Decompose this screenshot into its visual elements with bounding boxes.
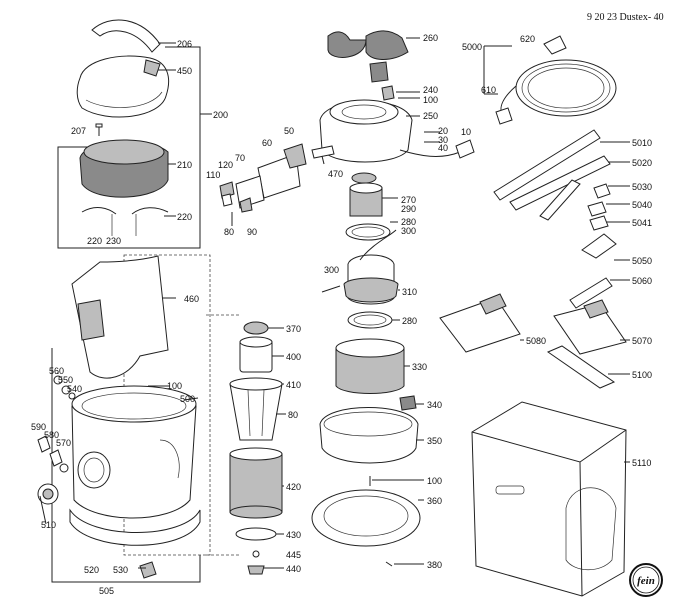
part-label: 520 — [84, 565, 100, 575]
svg-text:fein: fein — [637, 575, 655, 587]
part-label: 5050 — [632, 256, 653, 266]
part-label: 5000 — [462, 42, 483, 52]
part-label: 340 — [427, 400, 443, 410]
part-label: 230 — [106, 236, 122, 246]
part-label: 10 — [461, 127, 472, 137]
part-label: 5030 — [632, 182, 653, 192]
part-label: 410 — [286, 380, 302, 390]
part-label: 70 — [235, 153, 246, 163]
part-label: 200 — [213, 110, 229, 120]
motor-base-part — [319, 407, 419, 464]
part-label: 310 — [402, 287, 418, 297]
part-label: 510 — [41, 520, 57, 530]
extension-tube-part — [493, 129, 601, 201]
part-label: 420 — [286, 482, 302, 492]
lid-group-frame — [57, 46, 201, 249]
motor-sleeve-part — [335, 347, 405, 394]
part-label: 80 — [224, 227, 235, 237]
part-label: 570 — [56, 438, 72, 448]
part-label: 460 — [184, 294, 200, 304]
part-label: 505 — [99, 586, 115, 596]
part-label: 590 — [31, 422, 47, 432]
part-label: 550 — [58, 375, 74, 385]
part-label: 470 — [328, 169, 344, 179]
part-label: 580 — [44, 430, 60, 440]
part-label: 100 — [423, 95, 439, 105]
hose-part — [515, 59, 617, 117]
part-label: 20 — [438, 126, 449, 136]
part-label: 110 — [206, 170, 221, 180]
foam-disk-part — [243, 321, 269, 335]
part-label: 5110 — [632, 458, 652, 468]
filter-basket-part — [229, 383, 283, 441]
part-label: 440 — [286, 564, 302, 574]
part-label: 5080 — [526, 336, 547, 346]
carton-part — [471, 401, 627, 597]
part-label: 400 — [286, 352, 302, 362]
filter-bag-part — [71, 255, 169, 379]
part-label: 90 — [247, 227, 258, 237]
part-label: 5041 — [632, 218, 653, 228]
part-label: 270 — [401, 195, 417, 205]
foam-insert-part — [327, 31, 367, 58]
part-label: 220 — [87, 236, 103, 246]
part-label: 445 — [286, 550, 302, 560]
part-label: 250 — [423, 111, 439, 121]
gasket-ring-part — [311, 489, 421, 547]
part-label: 5040 — [632, 200, 653, 210]
part-label: 210 — [177, 160, 193, 170]
part-label: 380 — [427, 560, 443, 570]
part-label: 370 — [286, 324, 302, 334]
part-label: 360 — [427, 496, 443, 506]
part-label: 5070 — [632, 336, 653, 346]
part-label: 40 — [438, 143, 449, 153]
part-label: 620 — [520, 34, 536, 44]
part-label: 120 — [218, 160, 234, 170]
hose-bracket — [483, 45, 512, 95]
part-label: 5100 — [632, 370, 653, 380]
part-label: 610 — [481, 85, 497, 95]
part-label: 450 — [177, 66, 193, 76]
part-label: 280 — [402, 316, 418, 326]
part-label: 100 — [167, 381, 183, 391]
part-label: 50 — [284, 126, 295, 136]
rubber-strip-part — [546, 345, 616, 389]
part-label: 60 — [262, 138, 273, 148]
part-label: 430 — [286, 530, 302, 540]
part-label: 206 — [177, 39, 193, 49]
container-group-frame — [51, 348, 201, 583]
fein-logo: fein — [628, 562, 664, 598]
part-label: 530 — [113, 565, 129, 575]
part-label: 207 — [71, 126, 87, 136]
part-label: 5060 — [632, 276, 653, 286]
part-label: 560 — [49, 366, 65, 376]
part-label: 220 — [177, 212, 193, 222]
doc-code: 9 20 23 Dustex- 40 — [587, 12, 664, 23]
part-label: 260 — [423, 33, 439, 43]
part-label: 300 — [401, 226, 417, 236]
part-label: 290 — [401, 204, 417, 214]
part-label: 5020 — [632, 158, 653, 168]
floor-nozzle-part — [439, 297, 521, 353]
cartridge-filter-part — [229, 453, 283, 513]
part-label: 500 — [180, 394, 196, 404]
part-label: 240 — [423, 85, 439, 95]
part-label: 350 — [427, 436, 443, 446]
part-label: 300 — [324, 265, 340, 275]
part-label: 100 — [427, 476, 443, 486]
part-label: 540 — [67, 384, 83, 394]
part-label: 330 — [412, 362, 428, 372]
handle-part — [91, 19, 161, 53]
part-label: 80 — [288, 410, 299, 420]
part-label: 5010 — [632, 138, 653, 148]
part-label: 280 — [401, 217, 417, 227]
part-label: 30 — [438, 135, 449, 145]
